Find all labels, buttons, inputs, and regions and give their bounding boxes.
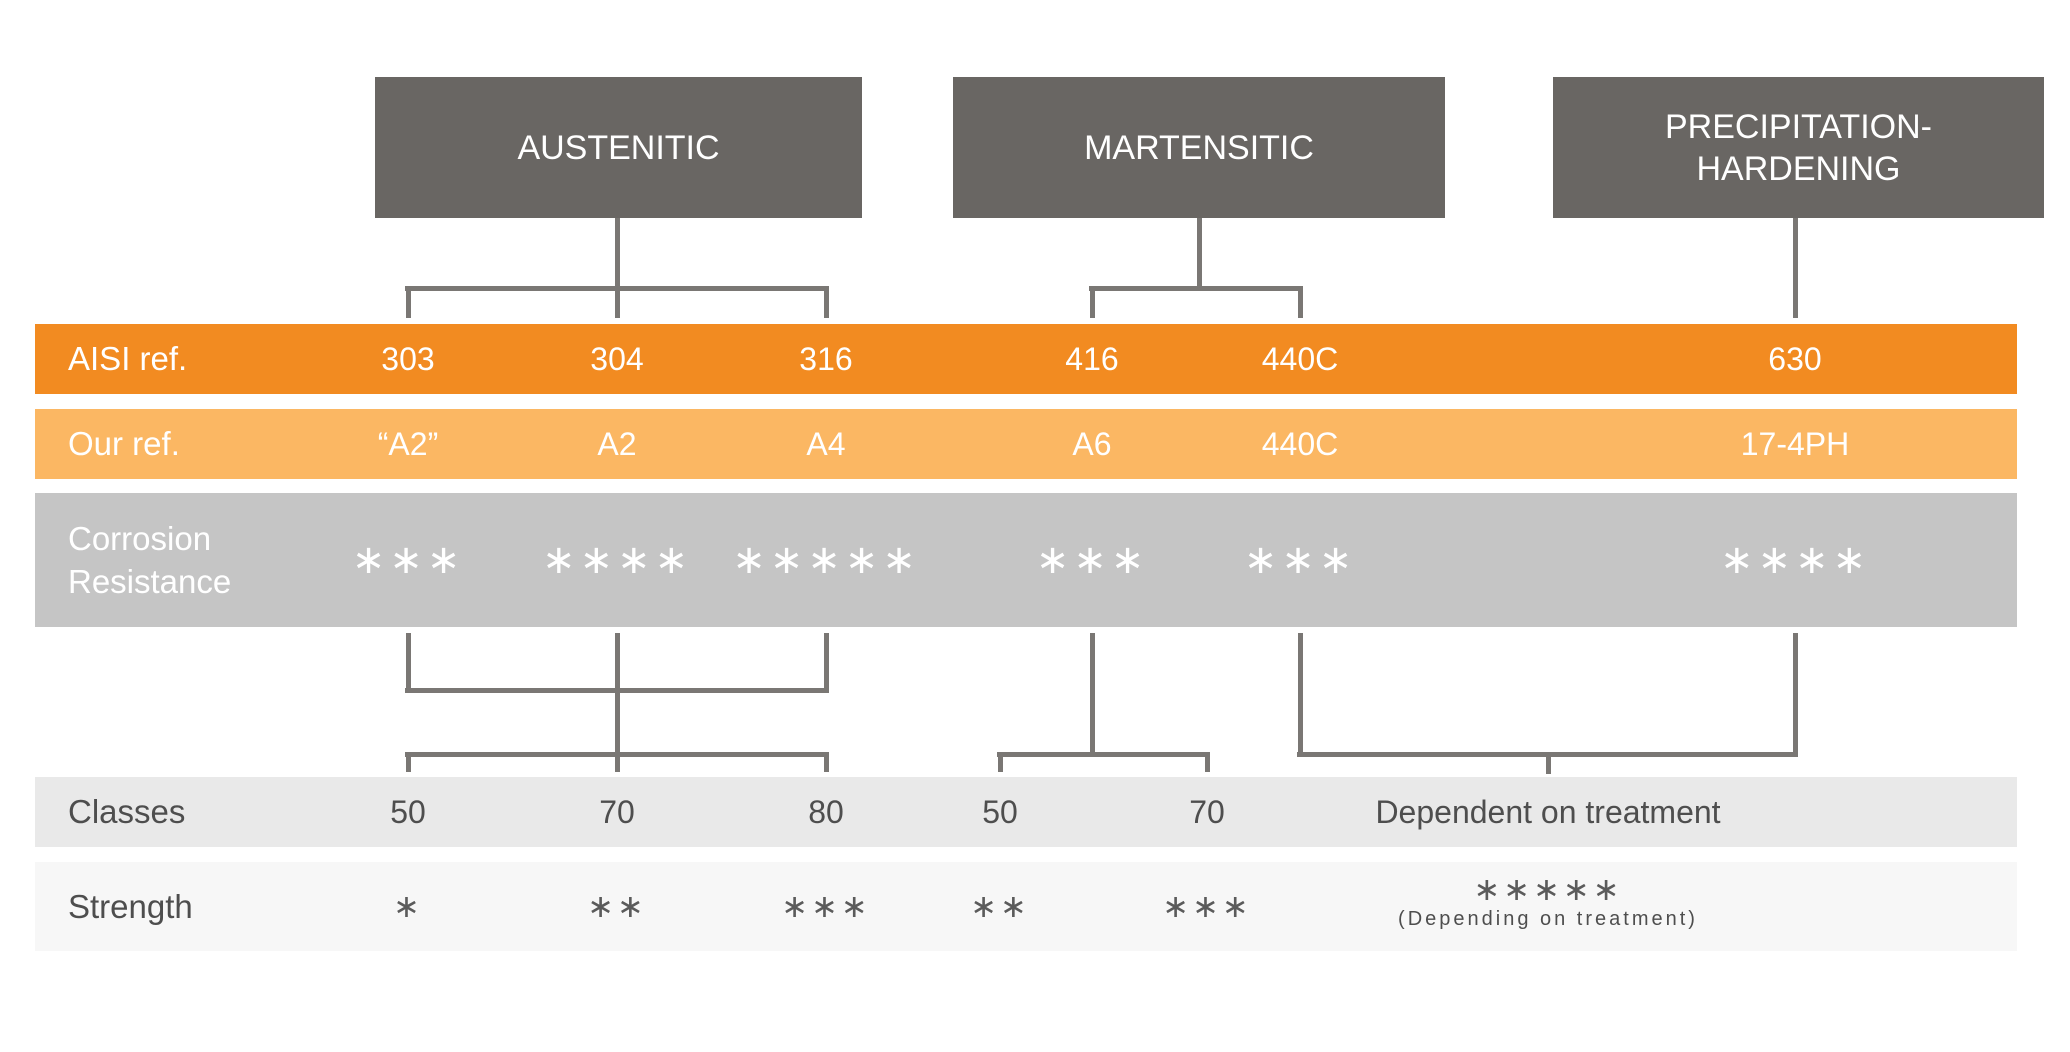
connector-line [1089,286,1303,291]
row-label-corrosion-resistance: Corrosion Resistance [68,520,232,600]
group-box-austenitic-label: AUSTENITIC [517,128,720,167]
connector-line [1196,218,1202,291]
group-box-precipitation-hardening-label: PRECIPITATION-HARDENING [1665,107,1932,188]
strength-note: (Depending on treatment) [1398,908,1698,930]
group-box-precipitation-hardening: PRECIPITATION-HARDENING [1553,77,2044,218]
our-value: 440C [1261,426,1339,462]
row-label-aisi-ref: AISI ref. [68,340,188,377]
connector-line [1297,286,1303,318]
strength-value: ∗∗ [970,888,1030,924]
connector-line [614,633,620,772]
connector-line [1089,633,1095,756]
connector-line [823,752,829,772]
row-label-strength: Strength [68,887,193,925]
connector-line [1204,752,1210,772]
corrosion-value: ∗∗∗ [1035,538,1149,582]
our-value: 17-4PH [1740,426,1850,462]
row-label-our-ref: Our ref. [68,425,180,462]
connector-line [405,286,411,318]
connector-line [1792,218,1798,318]
corrosion-value: ∗∗∗∗ [541,538,693,582]
strength-value: ∗∗∗ [781,888,871,924]
aisi-value: 303 [381,341,435,377]
row-our-ref: Our ref. [35,409,2017,479]
strength-value: ∗∗∗ [1162,888,1252,924]
row-classes: Classes [35,777,2017,847]
strength-value: ∗∗∗∗∗ [1473,871,1623,907]
classes-value: 80 [808,794,844,830]
corrosion-value: ∗∗∗ [1243,538,1357,582]
connector-line [405,286,829,291]
row-strength: Strength [35,862,2017,951]
our-value: “A2” [377,426,439,462]
aisi-value: 304 [590,341,644,377]
aisi-value: 440C [1261,341,1339,377]
strength-value: ∗∗ [587,888,647,924]
strength-value: ∗∗∗∗∗(Depending on treatment) [1398,870,1698,931]
connector-line [1792,633,1798,756]
connector-line [997,752,1003,772]
connector-line [405,633,411,692]
connector-line [614,218,620,318]
our-value: A2 [597,426,637,462]
classes-value: 70 [599,794,635,830]
connector-line [405,752,411,772]
our-value: A4 [806,426,846,462]
connector-line [823,286,829,318]
row-corrosion-resistance: Corrosion Resistance [35,493,2017,627]
corrosion-value: ∗∗∗∗ [1719,538,1871,582]
group-box-martensitic: MARTENSITIC [953,77,1445,218]
row-aisi-ref: AISI ref. [35,324,2017,394]
group-box-austenitic: AUSTENITIC [375,77,862,218]
connector-line [405,752,829,757]
classes-value: 50 [390,794,426,830]
corrosion-value: ∗∗∗ [351,538,465,582]
connector-line [997,752,1210,757]
classes-value: 70 [1189,794,1225,830]
connector-line [1089,286,1095,318]
strength-value: ∗ [393,888,423,924]
connector-line [823,633,829,692]
aisi-value: 316 [799,341,853,377]
our-value: A6 [1072,426,1112,462]
group-box-martensitic-label: MARTENSITIC [1084,128,1314,167]
aisi-value: 416 [1065,341,1119,377]
row-label-classes: Classes [68,793,186,830]
connector-line [1545,752,1551,774]
classes-value: 50 [982,794,1018,830]
aisi-value: 630 [1768,341,1822,377]
classes-value: Dependent on treatment [1375,794,1721,830]
connector-line [1297,633,1303,756]
corrosion-value: ∗∗∗∗∗ [732,538,920,582]
